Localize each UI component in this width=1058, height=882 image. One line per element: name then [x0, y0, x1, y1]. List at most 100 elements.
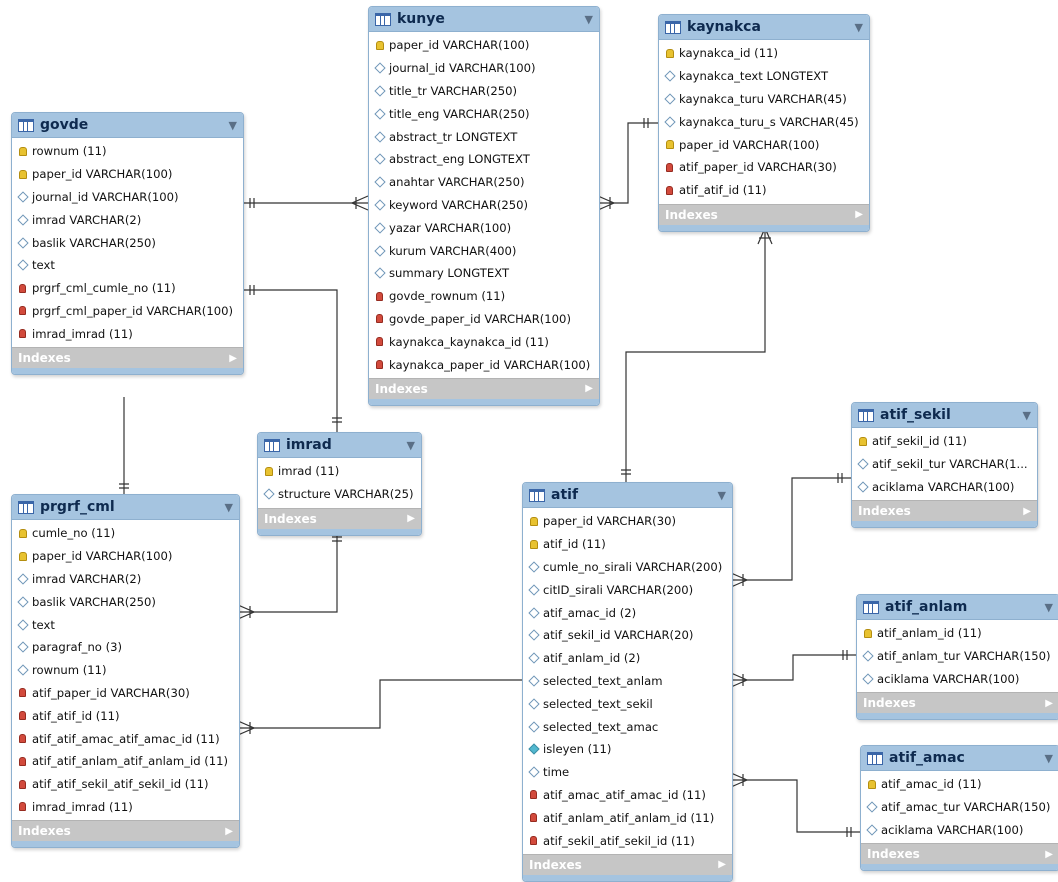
column-row[interactable]: structure VARCHAR(25) [258, 483, 421, 506]
column-row[interactable]: atif_sekil_id (11) [852, 430, 1037, 453]
table-header[interactable]: kunye▼ [369, 7, 599, 32]
table-atif-amac[interactable]: atif_amac▼atif_amac_id (11)atif_amac_tur… [860, 745, 1058, 872]
column-row[interactable]: paragraf_no (3) [12, 636, 239, 659]
column-row[interactable]: yazar VARCHAR(100) [369, 216, 599, 239]
expand-arrow-icon[interactable]: ▶ [1045, 697, 1053, 709]
indexes-section[interactable]: Indexes▶ [369, 377, 599, 399]
expand-arrow-icon[interactable]: ▶ [1045, 848, 1053, 860]
column-row[interactable]: citID_sirali VARCHAR(200) [523, 578, 732, 601]
column-row[interactable]: imrad VARCHAR(2) [12, 568, 239, 591]
column-row[interactable]: atif_paper_id VARCHAR(30) [659, 156, 869, 179]
column-row[interactable]: journal_id VARCHAR(100) [369, 57, 599, 80]
column-row[interactable]: atif_sekil_atif_sekil_id (11) [523, 829, 732, 852]
column-row[interactable]: atif_amac_id (2) [523, 601, 732, 624]
column-row[interactable]: cumle_no_sirali VARCHAR(200) [523, 556, 732, 579]
column-row[interactable]: atif_id (11) [523, 533, 732, 556]
column-row[interactable]: aciklama VARCHAR(100) [861, 819, 1058, 842]
dropdown-arrow-icon[interactable]: ▼ [1022, 408, 1031, 422]
column-row[interactable]: text [12, 613, 239, 636]
table-atif[interactable]: atif▼paper_id VARCHAR(30)atif_id (11)cum… [522, 482, 733, 882]
table-atif-anlam[interactable]: atif_anlam▼atif_anlam_id (11)atif_anlam_… [856, 594, 1058, 721]
table-header[interactable]: prgrf_cml▼ [12, 495, 239, 520]
column-row[interactable]: atif_sekil_tur VARCHAR(1... [852, 453, 1037, 476]
column-row[interactable]: paper_id VARCHAR(100) [12, 163, 243, 186]
column-row[interactable]: abstract_eng LONGTEXT [369, 148, 599, 171]
expand-arrow-icon[interactable]: ▶ [229, 352, 237, 364]
column-row[interactable]: abstract_tr LONGTEXT [369, 125, 599, 148]
column-row[interactable]: atif_amac_atif_amac_id (11) [523, 784, 732, 807]
dropdown-arrow-icon[interactable]: ▼ [1044, 600, 1053, 614]
expand-arrow-icon[interactable]: ▶ [225, 825, 233, 837]
column-row[interactable]: baslik VARCHAR(250) [12, 231, 243, 254]
column-row[interactable]: aciklama VARCHAR(100) [857, 668, 1058, 691]
indexes-section[interactable]: Indexes▶ [861, 843, 1058, 865]
dropdown-arrow-icon[interactable]: ▼ [717, 488, 726, 502]
column-row[interactable]: imrad (11) [258, 460, 421, 483]
indexes-section[interactable]: Indexes▶ [852, 500, 1037, 522]
column-row[interactable]: selected_text_amac [523, 715, 732, 738]
column-row[interactable]: journal_id VARCHAR(100) [12, 186, 243, 209]
expand-arrow-icon[interactable]: ▶ [1023, 505, 1031, 517]
expand-arrow-icon[interactable]: ▶ [718, 859, 726, 871]
column-row[interactable]: atif_sekil_id VARCHAR(20) [523, 624, 732, 647]
column-row[interactable]: govde_rownum (11) [369, 285, 599, 308]
column-row[interactable]: imrad_imrad (11) [12, 322, 243, 345]
table-header[interactable]: atif_anlam▼ [857, 595, 1058, 620]
column-row[interactable]: imrad_imrad (11) [12, 796, 239, 819]
table-prgrf-cml[interactable]: prgrf_cml▼cumle_no (11)paper_id VARCHAR(… [11, 494, 240, 849]
column-row[interactable]: title_eng VARCHAR(250) [369, 102, 599, 125]
expand-arrow-icon[interactable]: ▶ [585, 383, 593, 395]
column-row[interactable]: prgrf_cml_cumle_no (11) [12, 277, 243, 300]
column-row[interactable]: isleyen (11) [523, 738, 732, 761]
column-row[interactable]: atif_anlam_id (2) [523, 647, 732, 670]
indexes-section[interactable]: Indexes▶ [857, 692, 1058, 714]
column-row[interactable]: atif_atif_anlam_atif_anlam_id (11) [12, 750, 239, 773]
column-row[interactable]: cumle_no (11) [12, 522, 239, 545]
dropdown-arrow-icon[interactable]: ▼ [406, 438, 415, 452]
indexes-section[interactable]: Indexes▶ [12, 820, 239, 842]
column-row[interactable]: atif_amac_id (11) [861, 773, 1058, 796]
dropdown-arrow-icon[interactable]: ▼ [1044, 751, 1053, 765]
column-row[interactable]: kaynakca_text LONGTEXT [659, 65, 869, 88]
column-row[interactable]: kaynakca_turu_s VARCHAR(45) [659, 110, 869, 133]
table-header[interactable]: atif_amac▼ [861, 746, 1058, 771]
column-row[interactable]: paper_id VARCHAR(100) [369, 34, 599, 57]
table-atif-sekil[interactable]: atif_sekil▼atif_sekil_id (11)atif_sekil_… [851, 402, 1038, 529]
column-row[interactable]: text [12, 254, 243, 277]
dropdown-arrow-icon[interactable]: ▼ [584, 12, 593, 26]
column-row[interactable]: selected_text_sekil [523, 692, 732, 715]
column-row[interactable]: paper_id VARCHAR(100) [659, 133, 869, 156]
column-row[interactable]: baslik VARCHAR(250) [12, 590, 239, 613]
table-kaynakca[interactable]: kaynakca▼kaynakca_id (11)kaynakca_text L… [658, 14, 870, 232]
column-row[interactable]: atif_anlam_atif_anlam_id (11) [523, 806, 732, 829]
column-row[interactable]: imrad VARCHAR(2) [12, 208, 243, 231]
table-header[interactable]: imrad▼ [258, 433, 421, 458]
column-row[interactable]: paper_id VARCHAR(30) [523, 510, 732, 533]
column-row[interactable]: keyword VARCHAR(250) [369, 194, 599, 217]
column-row[interactable]: atif_paper_id VARCHAR(30) [12, 682, 239, 705]
indexes-section[interactable]: Indexes▶ [523, 853, 732, 875]
column-row[interactable]: atif_anlam_id (11) [857, 622, 1058, 645]
table-govde[interactable]: govde▼rownum (11)paper_id VARCHAR(100)jo… [11, 112, 244, 376]
column-row[interactable]: kaynakca_kaynakca_id (11) [369, 330, 599, 353]
expand-arrow-icon[interactable]: ▶ [407, 513, 415, 525]
table-header[interactable]: govde▼ [12, 113, 243, 138]
column-row[interactable]: aciklama VARCHAR(100) [852, 476, 1037, 499]
column-row[interactable]: time [523, 761, 732, 784]
column-row[interactable]: kaynakca_paper_id VARCHAR(100) [369, 353, 599, 376]
table-header[interactable]: kaynakca▼ [659, 15, 869, 40]
table-kunye[interactable]: kunye▼paper_id VARCHAR(100)journal_id VA… [368, 6, 600, 406]
dropdown-arrow-icon[interactable]: ▼ [854, 20, 863, 34]
indexes-section[interactable]: Indexes▶ [258, 507, 421, 529]
column-row[interactable]: atif_anlam_tur VARCHAR(150) [857, 645, 1058, 668]
indexes-section[interactable]: Indexes▶ [12, 347, 243, 369]
table-header[interactable]: atif▼ [523, 483, 732, 508]
column-row[interactable]: kaynakca_turu VARCHAR(45) [659, 88, 869, 111]
expand-arrow-icon[interactable]: ▶ [855, 209, 863, 221]
column-row[interactable]: anahtar VARCHAR(250) [369, 171, 599, 194]
table-header[interactable]: atif_sekil▼ [852, 403, 1037, 428]
column-row[interactable]: selected_text_anlam [523, 670, 732, 693]
indexes-section[interactable]: Indexes▶ [659, 203, 869, 225]
column-row[interactable]: prgrf_cml_paper_id VARCHAR(100) [12, 300, 243, 323]
dropdown-arrow-icon[interactable]: ▼ [224, 500, 233, 514]
